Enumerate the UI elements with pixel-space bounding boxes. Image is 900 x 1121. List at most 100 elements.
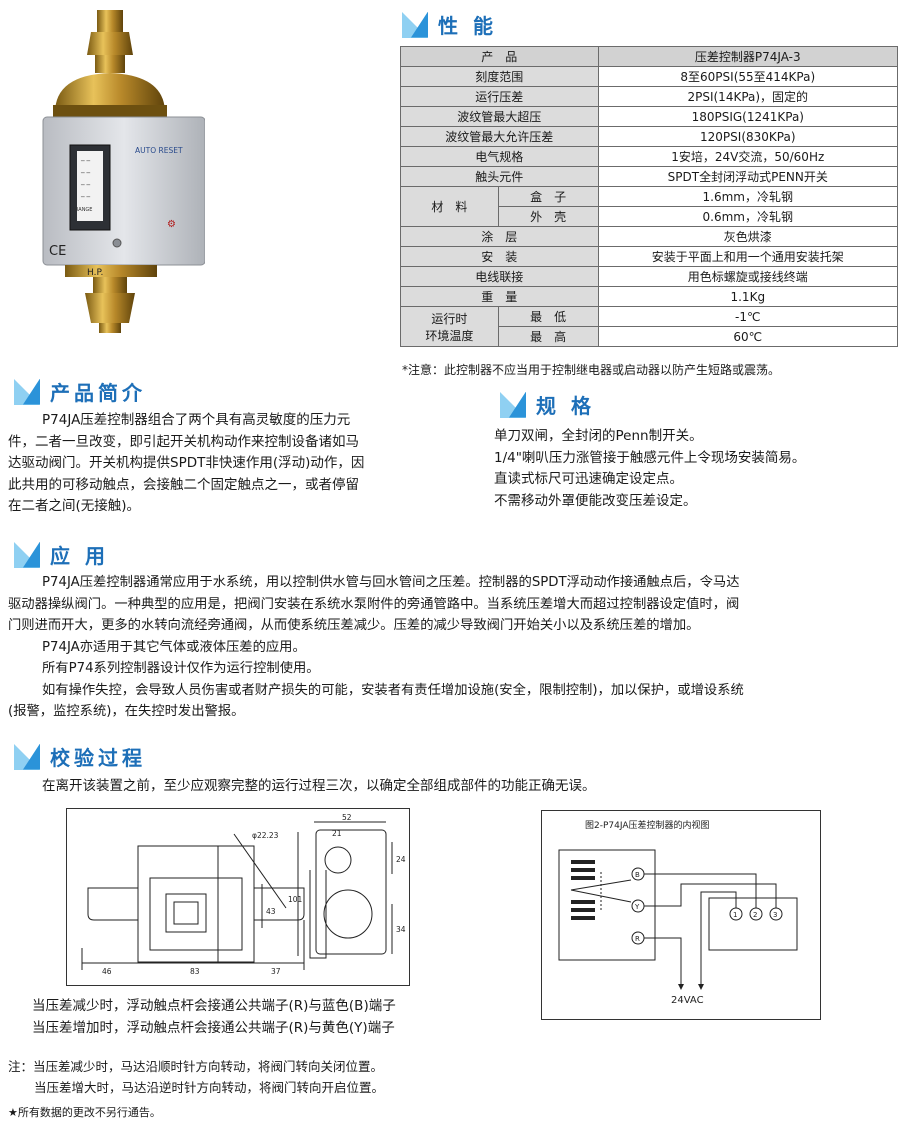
- spec-line: 单刀双闸，全封闭的Penn制开关。: [494, 428, 703, 444]
- row-label: 电气规格: [400, 146, 599, 167]
- row-value: 120PSI(830KPa): [597, 126, 899, 147]
- row-value: 灰色烘漆: [597, 226, 899, 247]
- hp-label: H.P.: [87, 268, 103, 278]
- application-text: P74JA压差控制器通常应用于水系统，用以控制供水管与回水管间之压差。控制器的S…: [8, 572, 898, 723]
- row-label: 产 品: [400, 46, 599, 67]
- row-label: 触头元件: [400, 166, 599, 187]
- intro-title: 产品简介: [50, 381, 146, 405]
- wiring-caption: 图2-P74JA压差控制器的内视图: [585, 819, 710, 831]
- range-label: RANGE: [75, 207, 92, 213]
- spec-line: 不需移动外罩便能改变压差设定。: [494, 492, 697, 509]
- footer-notes: 注：当压差减少时，马达沿顺时针方向转动，将阀门转向关闭位置。 当压差增大时，马达…: [8, 1056, 708, 1098]
- application-line: 门则进而开大，更多的水转向流经旁通阀，从而使系统压差减少。压差的减少导致阀门开始…: [8, 618, 700, 633]
- svg-text:─ ─: ─ ─: [80, 170, 91, 177]
- application-section-header: 应 用: [14, 540, 109, 569]
- section-bullet-icon: [14, 541, 40, 568]
- performance-row: 安 装安装于平面上和用一个通用安装托架: [400, 246, 899, 267]
- row-value: SPDT全封闭浮动式PENN开关: [597, 166, 899, 187]
- supply-label: 24VAC: [671, 995, 704, 1006]
- terminal-label: Y: [634, 903, 640, 911]
- dim-label: 37: [271, 967, 281, 976]
- application-line: 驱动器操纵阀门。一种典型的应用是，把阀门安装在系统水泵附件的旁通管路中。当系统压…: [8, 596, 740, 612]
- terminal-label: B: [635, 871, 640, 879]
- dim-label: 21: [332, 829, 342, 838]
- application-line: P74JA亦适用于其它气体或液体压差的应用。: [42, 639, 306, 655]
- note-line: 当压差增大时，马达沿逆时针方向转动，将阀门转向开启位置。: [34, 1080, 385, 1095]
- application-line: (报警，监控系统)，在失控时发出警报。: [8, 704, 245, 719]
- intro-line: 此共用的可移动触点，会接触二个固定触点之一，或者停留: [8, 476, 359, 493]
- dim-label: 52: [342, 813, 352, 822]
- calibration-section-header: 校验过程: [14, 742, 146, 771]
- ambient-label-line: 运行时: [431, 311, 468, 326]
- row-group-label: 运行时环境温度: [400, 306, 499, 347]
- row-value: 1.6mm，冷轧钢: [597, 186, 899, 207]
- row-sub-label: 最 低: [497, 306, 599, 327]
- note-line: 注：当压差减少时，马达沿顺时针方向转动，将阀门转向关闭位置。: [8, 1059, 384, 1074]
- section-bullet-icon: [402, 11, 428, 38]
- row-label: 波纹管最大超压: [400, 106, 599, 127]
- row-value: 0.6mm，冷轧钢: [597, 206, 899, 227]
- row-sub-label: 最 高: [497, 326, 599, 347]
- dim-label: 83: [190, 967, 200, 976]
- section-bullet-icon: [14, 378, 40, 405]
- terminal-explanation: 当压差减少时，浮动触点杆会接通公共端子(R)与蓝色(B)端子 当压差增加时，浮动…: [32, 996, 552, 1039]
- row-sub-label: 盒 子: [497, 186, 599, 207]
- performance-row: 运行时环境温度最 低-1℃: [400, 306, 899, 347]
- spec-line: 1/4"喇叭压力涨管接于触感元件上令现场安装简易。: [494, 449, 806, 466]
- application-line: P74JA压差控制器通常应用于水系统，用以控制供水管与回水管间之压差。控制器的S…: [42, 575, 740, 590]
- performance-row: 电线联接用色标螺旋或接线终端: [400, 266, 899, 287]
- row-value: 180PSIG(1241KPa): [597, 106, 899, 127]
- row-value: 8至60PSI(55至414KPa): [597, 66, 899, 87]
- application-line: 如有操作失控，会导致人员伤害或者财产损失的可能，安装者有责任增加设施(安全，限制…: [42, 682, 744, 698]
- svg-text:─ ─: ─ ─: [80, 182, 91, 189]
- row-label: 电线联接: [400, 266, 599, 287]
- intro-line: 在二者之间(无接触)。: [8, 498, 141, 514]
- svg-text:─ ─: ─ ─: [80, 158, 91, 165]
- row-label: 运行压差: [400, 86, 599, 107]
- calibration-title: 校验过程: [50, 746, 146, 770]
- dim-label: φ22.23: [252, 831, 279, 840]
- row-value: 1安培，24V交流，50/60Hz: [597, 146, 899, 167]
- row-value: 2PSI(14KPa)，固定的: [597, 86, 899, 107]
- intro-line: 件，二者一旦改变，即引起开关机构动作来控制设备诸如马: [8, 433, 359, 450]
- row-value: 用色标螺旋或接线终端: [597, 266, 899, 287]
- intro-line: 达驱动阀门。开关机构提供SPDT非快速作用(浮动)动作，因: [8, 455, 365, 471]
- ambient-label-line: 环境温度: [425, 328, 474, 343]
- calibration-text: 在离开该装置之前，至少应观察完整的运行过程三次，以确定全部组成部件的功能正确无误…: [42, 778, 596, 794]
- section-bullet-icon: [14, 743, 40, 770]
- row-sub-label: 外 壳: [497, 206, 599, 227]
- performance-note: *注意：此控制器不应当用于控制继电器或启动器以防产生短路或震荡。: [402, 363, 781, 377]
- row-group-label: 材 料: [400, 186, 499, 227]
- explanation-line: 当压差减少时，浮动触点杆会接通公共端子(R)与蓝色(B)端子: [32, 998, 396, 1014]
- dim-label: 46: [102, 967, 112, 976]
- row-label: 安 装: [400, 246, 599, 267]
- motor-terminal-label: 3: [773, 911, 777, 919]
- disclaimer: ★所有数据的更改不另行通告。: [8, 1106, 161, 1119]
- auto-reset-label: AUTO RESET: [135, 146, 183, 155]
- intro-line: P74JA压差控制器组合了两个具有高灵敏度的压力元: [42, 412, 351, 428]
- terminal-label: R: [635, 935, 640, 943]
- product-photo: ─ ─ ─ ─ ─ ─ ─ ─ RANGE AUTO RESET ⚙ CE H.…: [25, 5, 206, 335]
- motor-terminal-label: 1: [733, 911, 737, 919]
- performance-section-header: 性 能: [402, 10, 497, 39]
- spec-section-header: 规 格: [500, 390, 595, 419]
- row-label: 波纹管最大允许压差: [400, 126, 599, 147]
- row-value: -1℃: [597, 306, 899, 327]
- spec-text: 单刀双闸，全封闭的Penn制开关。 1/4"喇叭压力涨管接于触感元件上令现场安装…: [494, 426, 894, 512]
- spec-title: 规 格: [536, 394, 595, 418]
- spec-line: 直读式标尺可迅速确定设定点。: [494, 471, 683, 487]
- performance-title: 性 能: [438, 14, 497, 38]
- performance-row: 产 品压差控制器P74JA-3: [400, 46, 899, 67]
- dim-label: 34: [396, 925, 406, 934]
- pressure-controller-illustration: ─ ─ ─ ─ ─ ─ ─ ─ RANGE AUTO RESET ⚙ CE H.…: [42, 10, 206, 333]
